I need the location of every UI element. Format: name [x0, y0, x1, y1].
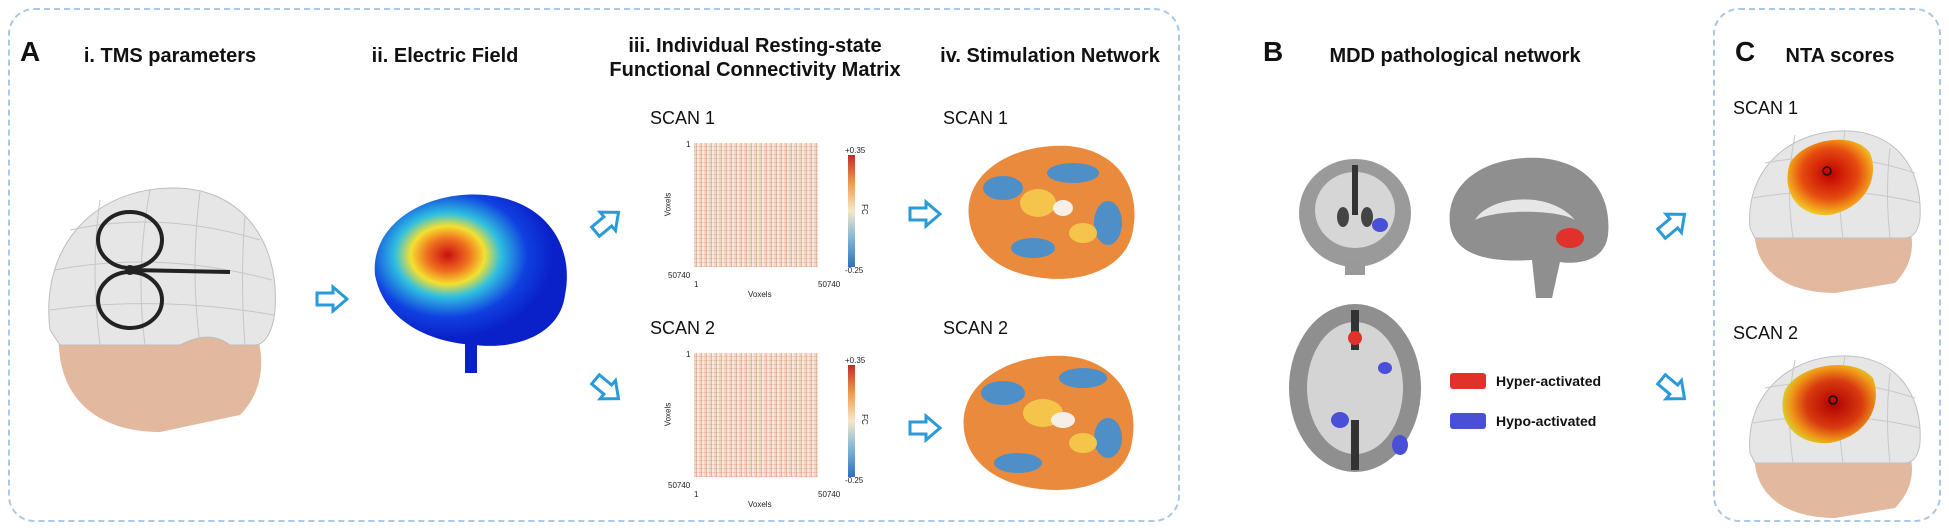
head-coil-illustration: [48, 187, 276, 432]
arrow-icon: [315, 283, 350, 315]
fc-matrix-scan2: [694, 353, 818, 477]
arrow-icon: [908, 412, 943, 444]
matrix2-cbar-min: -0.25: [845, 476, 864, 485]
electric-field-title: ii. Electric Field: [371, 45, 519, 67]
tms-parameters-title: i. TMS parameters: [83, 45, 257, 67]
arrow-icon: [1655, 212, 1687, 241]
nta-head-scan1: [1749, 130, 1921, 293]
panel-c-letter: C: [1735, 36, 1756, 67]
matrix-scan1-label: SCAN 1: [650, 108, 716, 128]
stimulation-network-brain-scan1: [968, 145, 1135, 279]
hypo-activated-label: Hypo-activated: [1496, 413, 1597, 429]
fc-matrix-scan2-overlay: [694, 353, 818, 477]
sagittal-brain-slice: [1449, 157, 1609, 298]
hyper-activated-swatch: [1450, 373, 1486, 389]
stim-scan2-label: SCAN 2: [943, 318, 1009, 338]
matrix2-ylabel: Voxels: [663, 402, 673, 427]
matrix2-xlabel: Voxels: [748, 500, 772, 509]
nta-scores-title: NTA scores: [1785, 45, 1895, 67]
fc-matrix-scan1: [694, 143, 818, 267]
matrix2-tick-right: 50740: [818, 490, 841, 499]
arrow-icon: [908, 198, 943, 230]
matrix2-cbar-max: +0.35: [845, 356, 866, 365]
nta-head-scan2: [1749, 355, 1921, 518]
stimulation-network-title: iv. Stimulation Network: [940, 45, 1160, 67]
arrow-icon: [589, 372, 621, 401]
matrix2-colorbar: [848, 365, 855, 477]
stimulation-network-brain-scan2: [963, 355, 1134, 490]
matrix2-tick-bottom: 50740: [668, 481, 691, 490]
panel-a-letter: A: [20, 36, 41, 67]
matrix-scan2-label: SCAN 2: [650, 318, 716, 338]
matrix2-tick-top: 1: [686, 350, 691, 359]
fc-matrix-scan1-overlay: [694, 143, 818, 267]
arrow-icon: [589, 210, 621, 239]
hyper-activated-label: Hyper-activated: [1496, 373, 1602, 389]
matrix1-cbar-label: FC: [859, 204, 869, 215]
panel-a-frame: [8, 8, 1180, 522]
matrix1-tick-left: 1: [694, 280, 699, 289]
arrow-icon: [1655, 372, 1687, 401]
matrix1-tick-top: 1: [686, 140, 691, 149]
axial-brain-slice: [1289, 304, 1421, 472]
matrix2-tick-left: 1: [694, 490, 699, 499]
panel-c-frame: [1713, 8, 1941, 522]
matrix1-colorbar: [848, 155, 855, 267]
fc-matrix-title-line1: iii. Individual Resting-state: [628, 35, 882, 57]
matrix1-cbar-max: +0.35: [845, 146, 866, 155]
matrix1-xlabel: Voxels: [748, 290, 772, 299]
matrix1-cbar-min: -0.25: [845, 266, 864, 275]
electric-field-brain: [374, 194, 567, 373]
coronal-brain-slice: [1299, 159, 1411, 275]
matrix1-tick-bottom: 50740: [668, 271, 691, 280]
mdd-network-title: MDD pathological network: [1329, 45, 1581, 67]
matrix1-ylabel: Voxels: [663, 192, 673, 217]
nta-scan1-label: SCAN 1: [1733, 98, 1799, 118]
nta-scan2-label: SCAN 2: [1733, 323, 1799, 343]
matrix2-cbar-label: FC: [859, 414, 869, 425]
fc-matrix-title-line2: Functional Connectivity Matrix: [609, 59, 901, 81]
hypo-activated-swatch: [1450, 413, 1486, 429]
stim-scan1-label: SCAN 1: [943, 108, 1009, 128]
matrix1-tick-right: 50740: [818, 280, 841, 289]
panel-b-letter: B: [1263, 36, 1284, 67]
